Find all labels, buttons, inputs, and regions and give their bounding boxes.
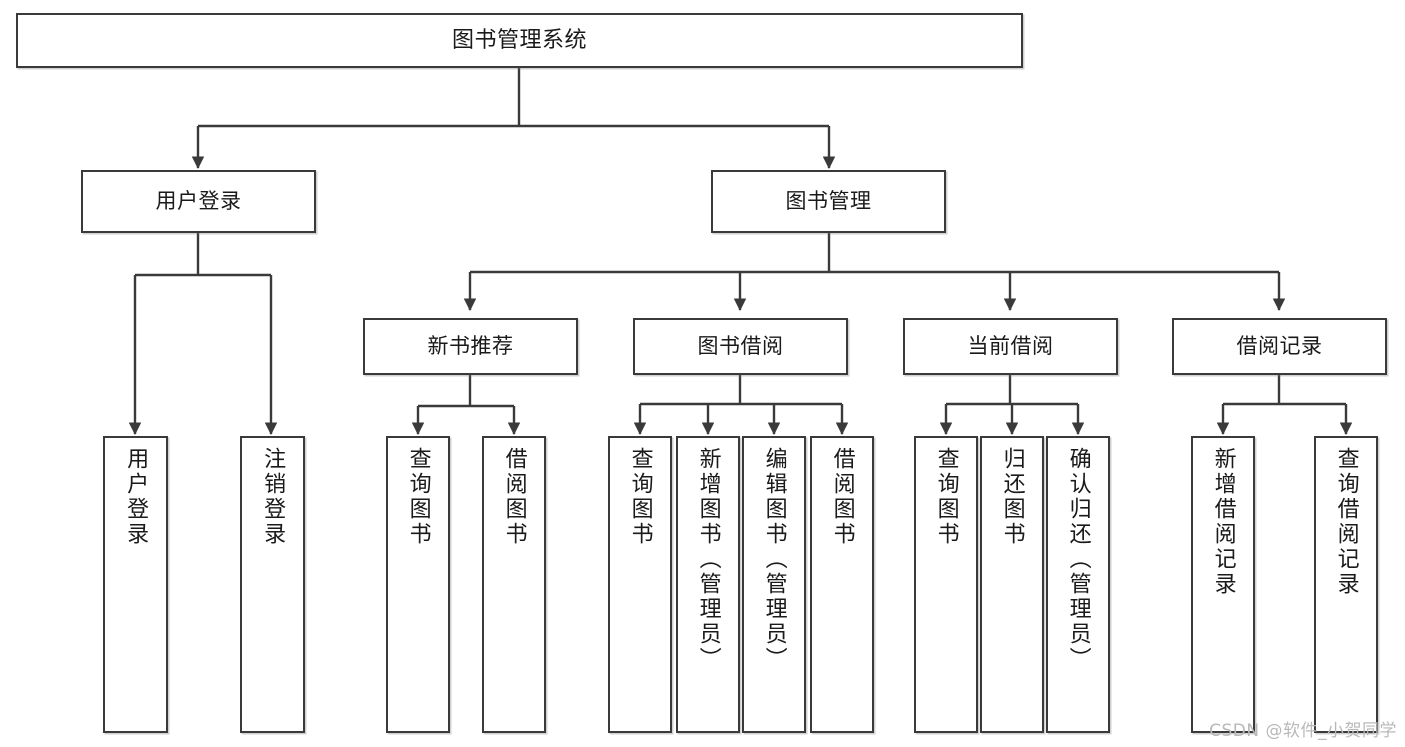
node-book-borrow-label: 图书借阅 — [697, 334, 784, 359]
node-leaf-query-record-label: 查询借阅记录 — [1333, 447, 1359, 597]
node-leaf-confirm-return[interactable]: 确认归还（管理员） — [1046, 436, 1110, 733]
node-leaf-logout-label: 注销登录 — [260, 447, 286, 547]
node-leaf-confirm-return-label: 确认归还（管理员） — [1065, 447, 1091, 672]
node-user-login[interactable]: 用户登录 — [81, 170, 316, 233]
node-root-label: 图书管理系统 — [451, 27, 587, 53]
node-leaf-logout[interactable]: 注销登录 — [240, 436, 305, 733]
node-user-login-label: 用户登录 — [155, 189, 242, 214]
node-leaf-user-login[interactable]: 用户登录 — [103, 436, 168, 733]
node-leaf-borrow-book-2[interactable]: 借阅图书 — [810, 436, 874, 733]
node-new-book-recommend[interactable]: 新书推荐 — [363, 318, 578, 375]
node-leaf-add-book-label: 新增图书（管理员） — [695, 447, 721, 672]
watermark: CSDN @软件_小贺同学 — [1209, 721, 1397, 741]
node-borrow-record-label: 借阅记录 — [1236, 334, 1323, 359]
node-leaf-query-book-3-label: 查询图书 — [933, 447, 959, 547]
node-leaf-borrow-book-2-label: 借阅图书 — [829, 447, 855, 547]
node-leaf-query-book-1-label: 查询图书 — [405, 447, 431, 547]
node-leaf-query-book-1[interactable]: 查询图书 — [386, 436, 450, 733]
node-book-manage[interactable]: 图书管理 — [711, 170, 946, 233]
node-new-book-recommend-label: 新书推荐 — [427, 334, 514, 359]
node-book-borrow[interactable]: 图书借阅 — [633, 318, 848, 375]
node-leaf-return-book-label: 归还图书 — [999, 447, 1025, 547]
node-leaf-user-login-label: 用户登录 — [123, 447, 149, 547]
node-leaf-query-book-2-label: 查询图书 — [627, 447, 653, 547]
node-leaf-add-record-label: 新增借阅记录 — [1210, 447, 1236, 597]
node-leaf-return-book[interactable]: 归还图书 — [980, 436, 1044, 733]
node-leaf-borrow-book-1[interactable]: 借阅图书 — [482, 436, 546, 733]
node-leaf-query-book-3[interactable]: 查询图书 — [914, 436, 978, 733]
node-leaf-query-record[interactable]: 查询借阅记录 — [1314, 436, 1378, 733]
node-leaf-add-book[interactable]: 新增图书（管理员） — [676, 436, 740, 733]
node-leaf-borrow-book-1-label: 借阅图书 — [501, 447, 527, 547]
node-borrow-record[interactable]: 借阅记录 — [1172, 318, 1387, 375]
node-root-book-management-system[interactable]: 图书管理系统 — [16, 13, 1023, 68]
node-leaf-add-record[interactable]: 新增借阅记录 — [1191, 436, 1255, 733]
node-book-manage-label: 图书管理 — [785, 189, 872, 214]
node-current-borrow[interactable]: 当前借阅 — [903, 318, 1118, 375]
node-current-borrow-label: 当前借阅 — [967, 334, 1054, 359]
node-leaf-edit-book-label: 编辑图书（管理员） — [761, 447, 787, 672]
node-leaf-edit-book[interactable]: 编辑图书（管理员） — [742, 436, 806, 733]
node-leaf-query-book-2[interactable]: 查询图书 — [608, 436, 672, 733]
